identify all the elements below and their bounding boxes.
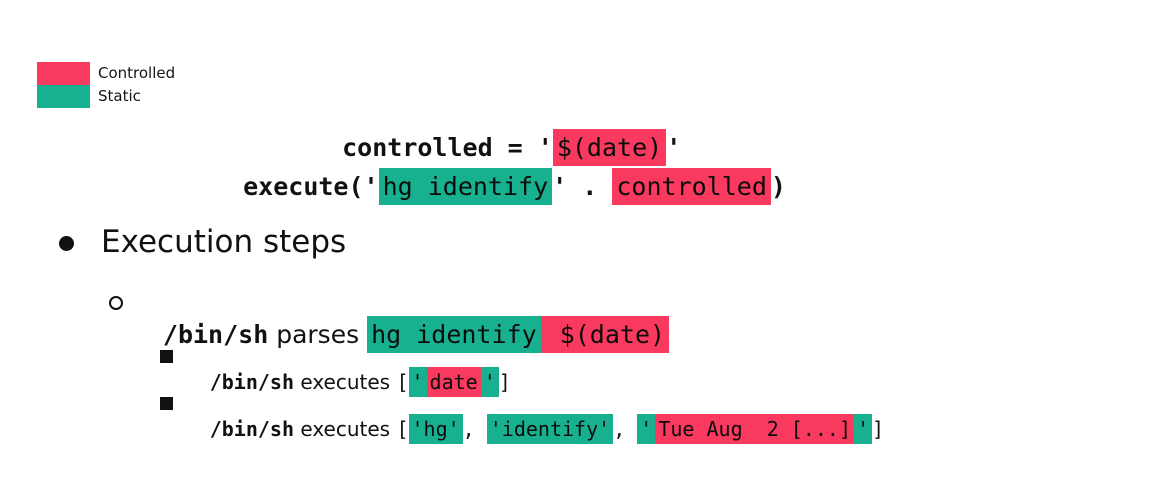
step-binsh-parses: /bin/sh parses hg identify $(date): [147, 284, 670, 353]
code-segment: /bin/sh: [209, 417, 295, 441]
legend-row-controlled: Controlled: [37, 62, 175, 85]
code-segment-controlled: $(date): [552, 128, 667, 166]
bullet-filled-square: [160, 397, 173, 410]
code-segment: ,: [613, 417, 638, 441]
code-segment: ]: [498, 370, 511, 394]
code-segment-controlled: $(date): [540, 315, 670, 353]
code-segment: execute(': [243, 171, 379, 201]
code-segment-controlled: date: [426, 367, 481, 397]
code-line-execute: execute('hg identify' . controlled): [213, 136, 786, 205]
code-segment-static: 'identify': [486, 414, 614, 444]
code-segment: ): [770, 171, 786, 201]
code-segment: /bin/sh: [162, 319, 269, 349]
code-segment: /bin/sh: [209, 370, 295, 394]
code-line-assignment: controlled = '$(date)': [312, 97, 682, 166]
code-segment: ]: [872, 417, 885, 441]
bullet-filled-square: [160, 350, 173, 363]
code-segment-static: 'hg': [408, 414, 463, 444]
code-segment-static: ': [853, 414, 873, 444]
legend: Controlled Static: [37, 62, 175, 108]
code-segment-static: hg identify: [378, 167, 553, 205]
legend-row-static: Static: [37, 85, 175, 108]
text-segment: executes: [294, 417, 397, 441]
code-segment-controlled: controlled: [612, 167, 771, 205]
code-segment: ,: [462, 417, 487, 441]
legend-label-controlled: Controlled: [98, 64, 176, 82]
legend-swatch-static: [37, 85, 90, 108]
code-segment-static: hg identify: [367, 315, 541, 353]
step-binsh-executes-date: /bin/sh executes ['date']: [197, 342, 511, 397]
code-segment-static: ': [480, 367, 499, 397]
text-segment: executes: [294, 370, 397, 394]
bullet-filled-circle: [59, 236, 74, 251]
legend-label-static: Static: [98, 87, 141, 105]
code-segment: ': [666, 132, 682, 162]
step-binsh-executes-argv: /bin/sh executes ['hg', 'identify', 'Tue…: [197, 389, 885, 444]
code-segment: controlled = ': [342, 132, 553, 162]
code-segment-controlled: Tue Aug 2 [...]: [655, 414, 854, 444]
heading-execution-steps: Execution steps: [101, 224, 347, 260]
code-segment: [: [396, 417, 409, 441]
code-segment-static: ': [637, 414, 656, 444]
code-segment-static: ': [408, 367, 427, 397]
bullet-hollow-circle: [109, 296, 123, 310]
text-segment: parses: [268, 319, 368, 349]
code-segment: ' .: [552, 171, 613, 201]
legend-swatch-controlled: [37, 62, 90, 85]
code-segment: [: [396, 370, 409, 394]
